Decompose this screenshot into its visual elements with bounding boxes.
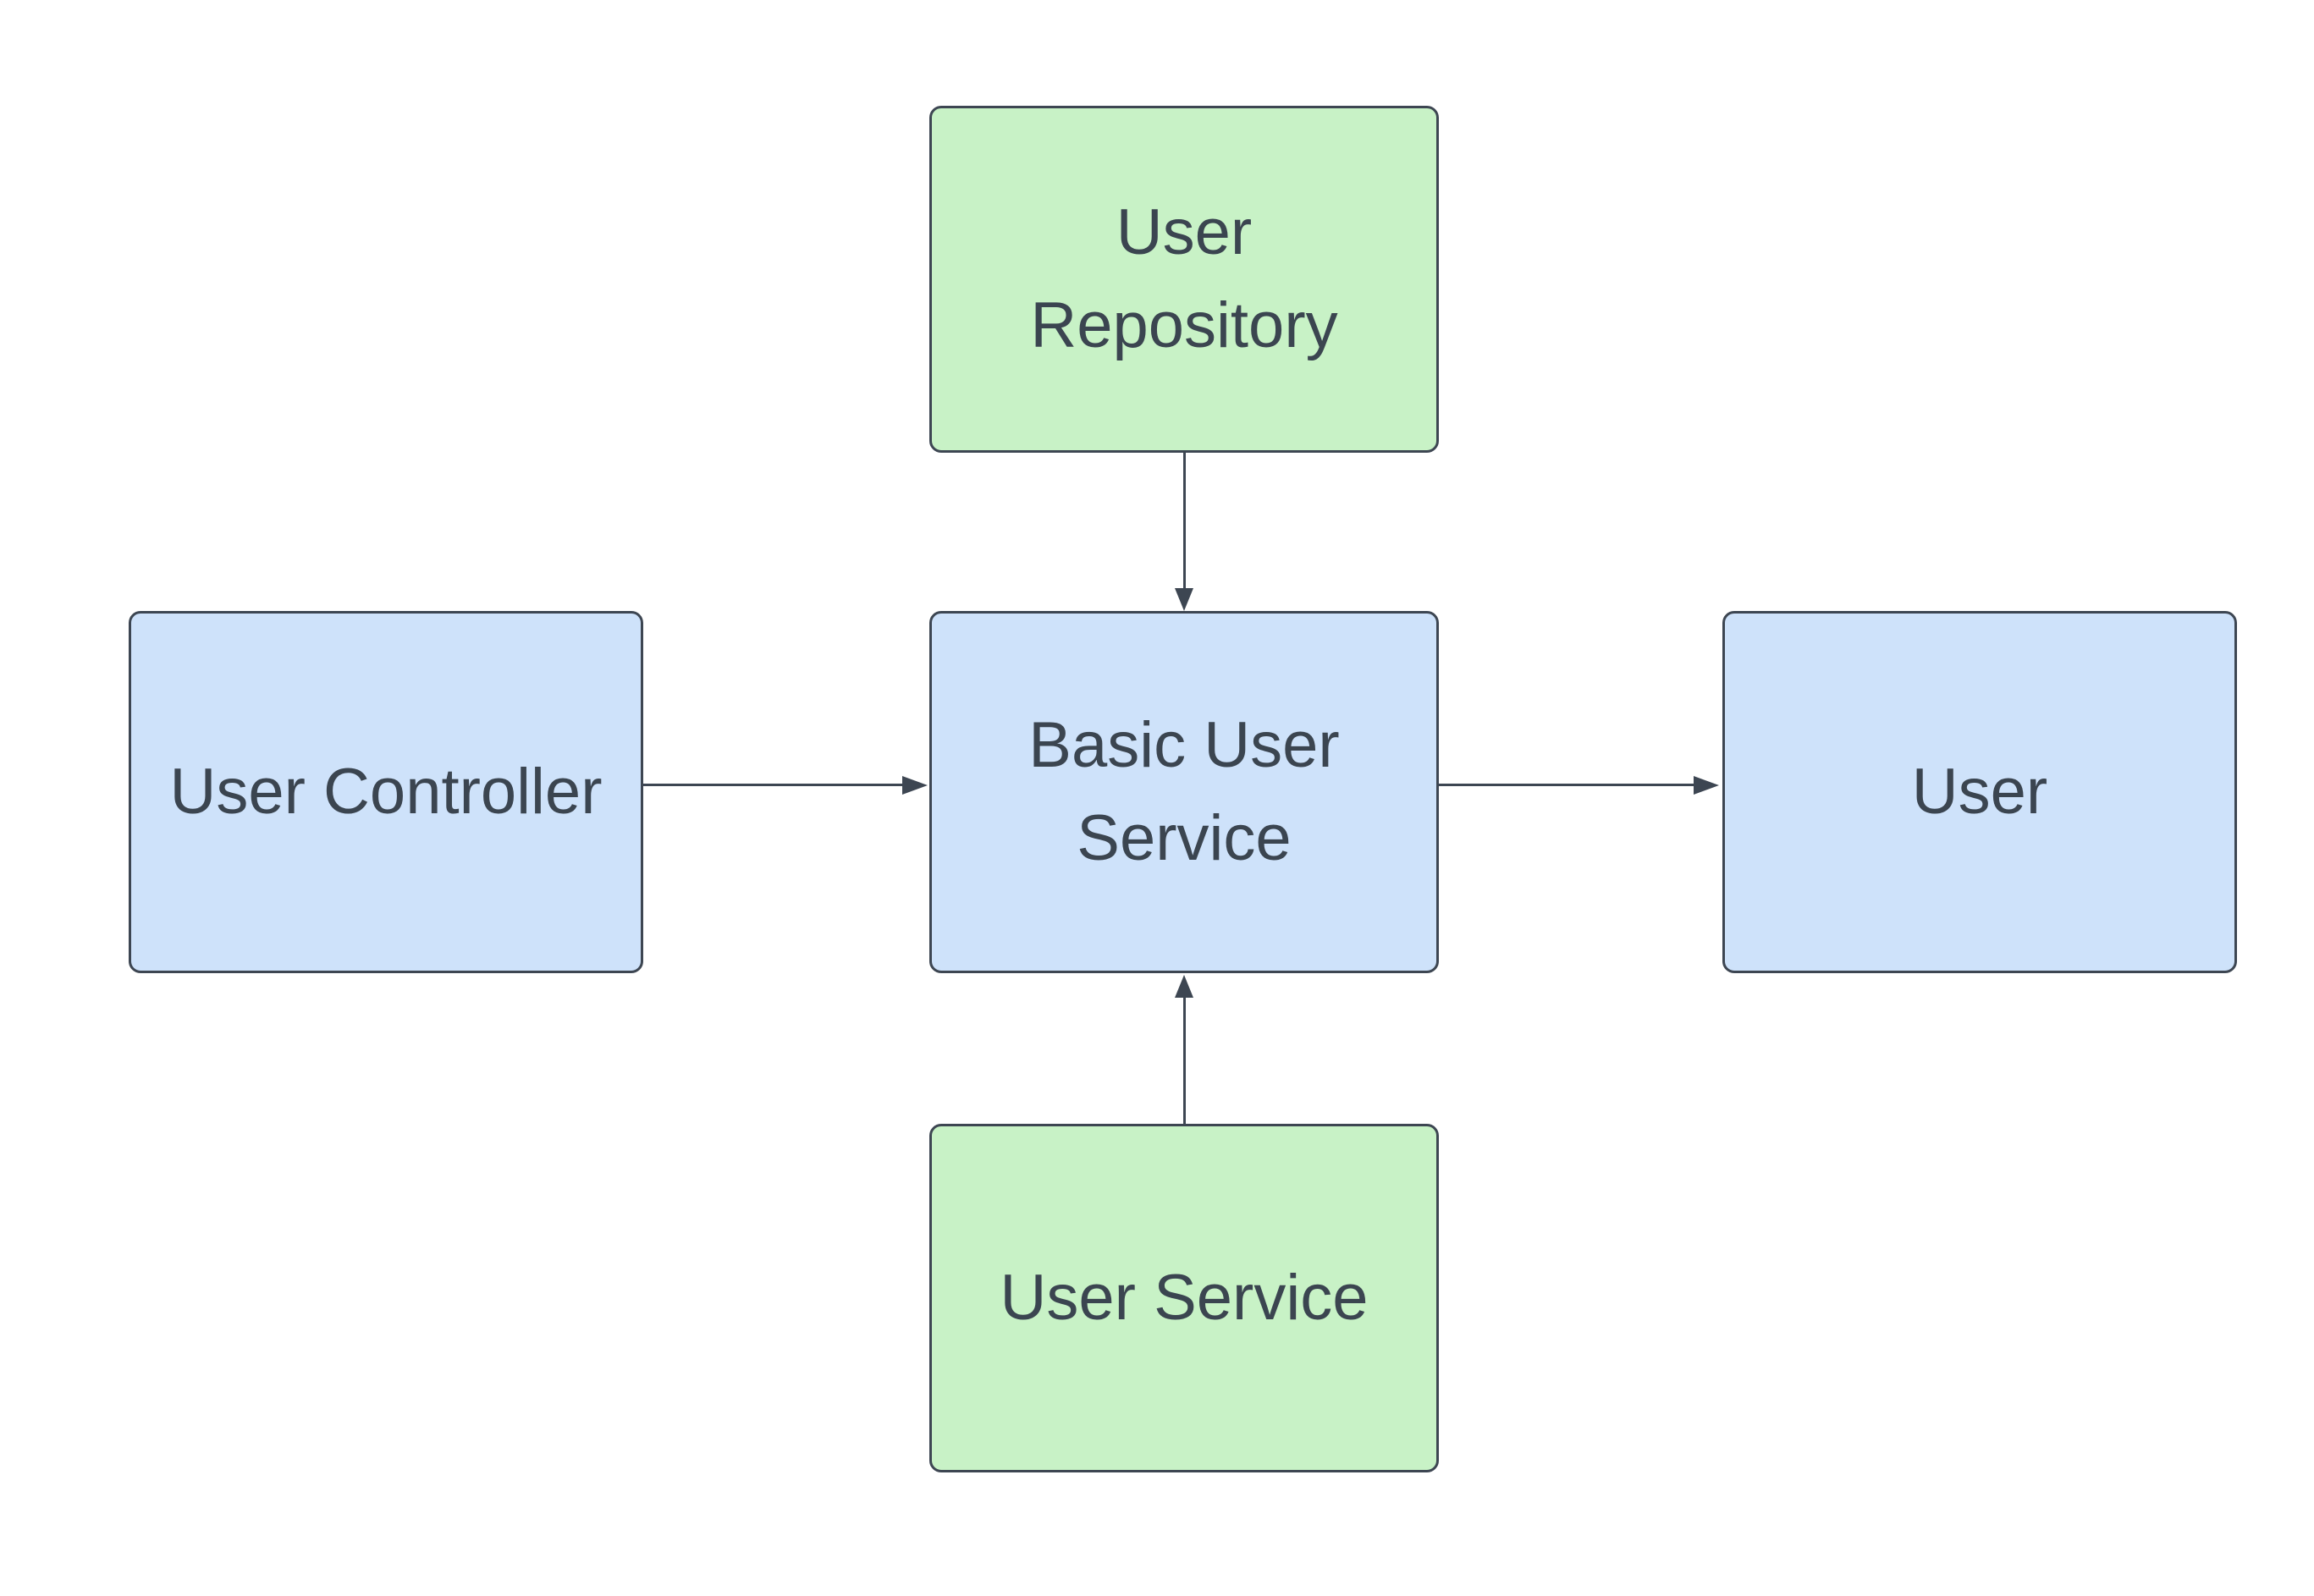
node-user: User	[1722, 611, 2237, 973]
node-user-controller-label: User Controller	[169, 755, 603, 828]
arrowhead-right-icon	[902, 775, 928, 795]
node-user-service-label: User Service	[1000, 1261, 1369, 1334]
node-user-repository-label: User Repository	[1030, 195, 1338, 361]
node-user-repository: User Repository	[929, 106, 1439, 453]
arrowhead-up-icon	[1175, 975, 1193, 998]
edge-basic-user-service-to-user-line	[1439, 784, 1695, 786]
edge-user-service-to-basic-user-service-line	[1183, 997, 1186, 1124]
node-user-label: User	[1911, 755, 2048, 828]
node-user-controller: User Controller	[129, 611, 643, 973]
arrowhead-down-icon	[1175, 588, 1193, 611]
node-basic-user-service: Basic User Service	[929, 611, 1439, 973]
edge-user-repository-to-basic-user-service-line	[1183, 453, 1186, 590]
arrowhead-right-icon	[1694, 775, 1719, 795]
edge-user-controller-to-basic-user-service-line	[643, 784, 904, 786]
node-user-service: User Service	[929, 1124, 1439, 1472]
node-basic-user-service-label: Basic User Service	[1028, 708, 1340, 874]
